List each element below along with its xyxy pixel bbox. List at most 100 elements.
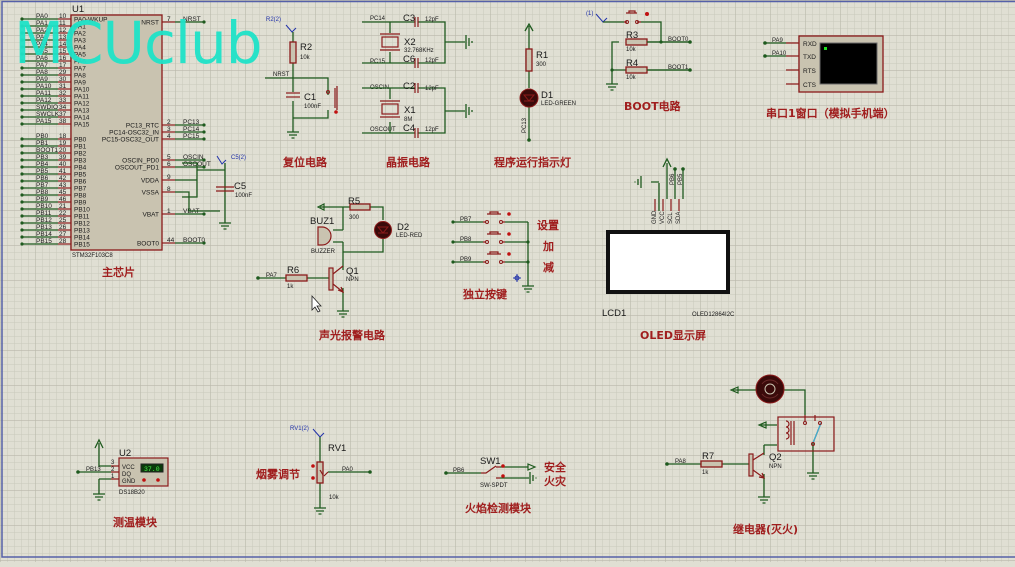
pin-net-label: OSCIN [183,154,204,161]
push-button-key[interactable]: PB9 [451,251,530,264]
pin-name: PB6 [74,179,87,186]
rv1-value: 10k [329,495,340,501]
crystal-circuit[interactable]: PC14 PC15 OSCIN OSCOUT C3 12pF C6 12pF C… [362,13,473,169]
r6-resistor [285,274,308,282]
r3-value: 10k [626,47,637,53]
pin-number: 17 [59,62,67,69]
temp-up-button[interactable] [156,478,160,482]
r6-ref: R6 [287,265,299,276]
q2-transistor [748,453,754,477]
pin-number: 16 [59,55,67,62]
rv1-decrease-button[interactable] [311,476,315,480]
pin-number: 14 [59,41,67,48]
pin-name: PB1 [74,144,87,151]
alarm-circuit[interactable]: R5 300 BUZ1 BUZZER D2 LED-RED PA7 R6 1k … [256,196,423,342]
flame-label-safe: 安全 [544,460,567,474]
d2-value: LED-RED [396,233,423,239]
q2-value: NPN [769,464,782,470]
boot-circuit[interactable]: (1) R3 10k R4 10k BOOT0 BOOT1 BOOT电路 [586,10,692,113]
key-net-label: PB9 [460,257,472,263]
mcu-body [70,14,163,251]
rv1-increase-button[interactable] [311,464,315,468]
run-led-circuit[interactable]: R1 300 D1 LED-GREEN PC13 程序运行指示灯 [494,22,576,169]
rv1-potentiometer[interactable] [316,461,324,484]
push-button-key[interactable]: PB8 [451,231,530,244]
r6-value: 1k [287,284,294,290]
reset-circuit[interactable]: R2(2) R2 10k NRST C1 100nF 复位电路 [265,17,338,169]
push-button-key[interactable]: PB7 [451,211,528,224]
pin-net-label: PA3 [36,34,48,41]
d2-led-icon [374,221,392,239]
pin-number: 22 [59,210,67,217]
pin-net-label: SWDIO [36,104,58,111]
reset-button[interactable] [326,90,330,94]
smoke-adjust[interactable]: RV1(2) PA0 RV1 10k 烟雾调节 [256,426,372,515]
pin-name: PA13 [74,108,90,115]
r2-value: 10k [300,55,311,61]
temperature-module[interactable]: PB13 3 2 1 VCC DQ GND 37.0 DS18B20 U2 测温… [76,438,169,529]
sw1-toggle-button[interactable] [501,464,505,468]
pin-net-label: PA10 [36,83,52,90]
terminal-screen[interactable] [819,42,878,85]
flame-detect[interactable]: PB6 SW1 SW-SPDT 安全 火灾 火焰检测模块 [444,456,567,515]
c2-value: 12pF [425,86,439,92]
pin-vcc: VCC [122,465,135,471]
relay-circuit[interactable]: PA8 R7 1k Q2 NPN 继电器(灭火) [665,374,835,536]
uart-terminal[interactable]: PA9 PA10 RXD TXD RTS CTS 串口1窗口（模拟手机端） [763,35,895,120]
pin-net-label: PB4 [36,161,49,168]
pin-net-label: PB11 [36,210,52,217]
temp-down-button[interactable] [142,478,146,482]
pin-net-label: PA9 [36,76,48,83]
pin-name: PA12 [74,101,90,108]
mouse-cursor-icon [311,294,322,313]
pin-net-label: SWCLK [36,111,60,118]
pin-net-label: VBAT [183,208,200,215]
oled-display[interactable]: PB6 PB5 GND VCC SCL SDA LCD1 OLED12864I2… [602,157,735,342]
